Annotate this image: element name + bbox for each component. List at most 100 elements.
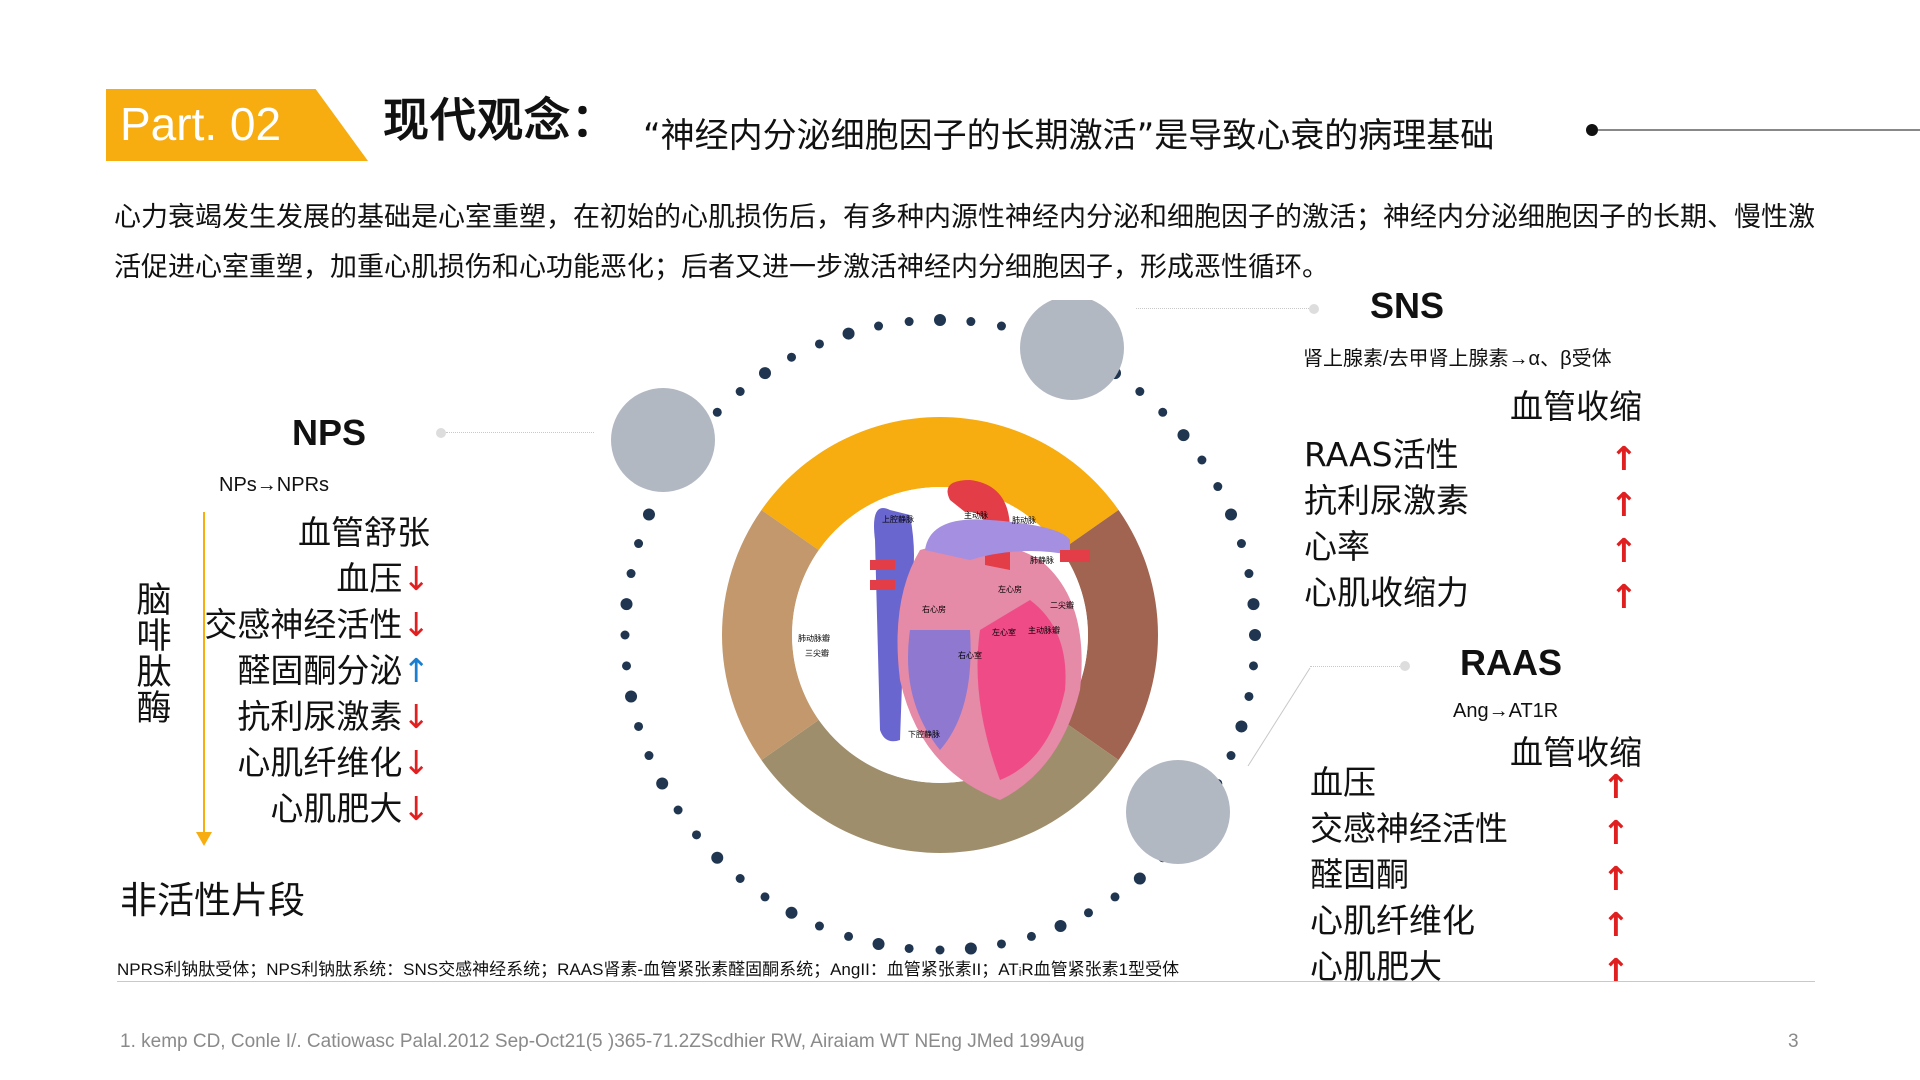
- nps-connector-dot: [436, 428, 446, 438]
- list-item: 交感神经活性↓: [204, 605, 430, 644]
- orbit-dot: [620, 598, 633, 611]
- ring-segment-top: [761, 417, 1119, 551]
- ring-segment-right: [1061, 509, 1158, 761]
- orbit-dot: [1248, 661, 1258, 671]
- sns-arrows: ↑ ↑ ↑ ↑: [1610, 436, 1638, 620]
- abbreviations-note: NPRS利钠肽受体；NPS利钠肽系统：SNS交感神经系统；RAAS肾素-血管紧张…: [117, 960, 1180, 979]
- pulmonary-artery-shape: [925, 519, 1070, 560]
- up-arrow: ↑: [1602, 859, 1630, 898]
- up-arrow: ↑: [1610, 577, 1638, 616]
- svg-text:二尖瓣: 二尖瓣: [1050, 600, 1074, 610]
- list-item: 心肌收缩力: [1304, 573, 1469, 612]
- part-label: Part. 02: [120, 98, 282, 150]
- nps-title: NPS: [292, 412, 367, 453]
- orbit-dot: [814, 339, 824, 349]
- svg-text:左心房: 左心房: [998, 584, 1022, 594]
- orbit-dot: [1083, 908, 1093, 918]
- svg-text:右心房: 右心房: [922, 604, 946, 614]
- list-item: 抗利尿激素↓: [237, 697, 430, 736]
- orbit-dot: [1026, 931, 1036, 941]
- up-arrow: ↑: [1610, 485, 1638, 524]
- footer-divider: [117, 981, 1815, 982]
- degradation-arrow-head: [196, 832, 212, 846]
- list-item: 醛固酮: [1310, 855, 1409, 894]
- orbit-dot: [642, 508, 655, 521]
- orbit-dot: [1244, 691, 1254, 701]
- orbit-dot: [1213, 482, 1223, 492]
- raas-node-circle: [1126, 760, 1230, 864]
- sns-effect: 血管收缩: [1510, 387, 1642, 426]
- orbit-dot: [935, 945, 945, 955]
- up-arrow: ↑: [1610, 439, 1638, 478]
- orbit-dot: [1247, 598, 1260, 611]
- list-item: 醛固酮分泌↑: [237, 651, 430, 690]
- orbit-dot: [1133, 872, 1146, 885]
- heart-illustration: 上腔静脉 主动脉 肺动脉 肺静脉 左心房 右心房 二尖瓣 主动脉瓣 左心室 右心…: [798, 480, 1090, 800]
- ring-segment-left: [722, 509, 819, 761]
- orbit-dot: [1226, 751, 1236, 761]
- enzyme-label: 脑啡肽酶: [136, 581, 172, 729]
- orbit-dot: [1197, 455, 1207, 465]
- nps-node-circle: [611, 388, 715, 492]
- svg-text:肺动脉瓣: 肺动脉瓣: [798, 633, 830, 643]
- svg-text:上腔静脉: 上腔静脉: [882, 514, 914, 524]
- left-ventricle-shape: [977, 600, 1066, 780]
- orbit-dot: [787, 352, 797, 362]
- orbit-dot: [1135, 387, 1145, 397]
- page-subtitle: “神经内分泌细胞因子的长期激活”是导致心衰的病理基础: [643, 116, 1495, 156]
- raas-effect: 血管收缩: [1510, 733, 1642, 772]
- right-ventricle-shape: [908, 630, 971, 750]
- sns-effects-list: RAAS活性 抗利尿激素 心率 心肌收缩力: [1304, 432, 1469, 616]
- orbit-dot: [634, 539, 644, 549]
- svg-text:主动脉: 主动脉: [964, 510, 988, 520]
- list-item: 血压: [1310, 763, 1376, 802]
- orbit-dot: [842, 327, 855, 340]
- orbit-dot: [760, 892, 770, 902]
- orbit-dot: [735, 387, 745, 397]
- sns-connector-line: [1136, 308, 1309, 309]
- page-number: 3: [1788, 1031, 1799, 1052]
- raas-effects-list: 血压 交感神经活性 醛固酮 心肌纤维化 心肌肥大: [1310, 760, 1508, 990]
- orbit-dot: [1249, 629, 1261, 641]
- orbit-dot: [1158, 407, 1168, 417]
- orbit-dot: [634, 721, 644, 731]
- up-arrow: ↑: [1610, 531, 1638, 570]
- svg-text:肺静脉: 肺静脉: [1030, 555, 1054, 565]
- degradation-arrow-line: [203, 512, 205, 838]
- orbit-dot: [1225, 508, 1238, 521]
- nps-effects-list: 血管舒张 血压↓ 交感神经活性↓ 醛固酮分泌↑ 抗利尿激素↓ 心肌纤维化↓ 心肌…: [190, 510, 430, 832]
- raas-mechanism: Ang→AT1R: [1453, 700, 1559, 722]
- sns-connector-dot: [1309, 304, 1319, 314]
- orbit-dot: [964, 942, 977, 955]
- orbit-dot: [785, 906, 798, 919]
- orbit-dot: [996, 321, 1006, 331]
- raas-arrows: ↑ ↑ ↑ ↑ ↑: [1602, 764, 1630, 994]
- title-bullet-dot: [1586, 124, 1598, 136]
- nps-mechanism: NPs→NPRs: [219, 474, 330, 496]
- raas-title: RAAS: [1460, 642, 1563, 683]
- orbit-dot: [758, 367, 771, 380]
- orbit-dot: [874, 321, 884, 331]
- up-arrow: ↑: [1602, 767, 1630, 806]
- list-item: 心肌肥大↓: [270, 789, 430, 828]
- list-item: 心肌纤维化: [1310, 901, 1475, 940]
- orbit-dot: [626, 569, 636, 579]
- list-item: 抗利尿激素: [1304, 481, 1469, 520]
- orbit-dot: [656, 777, 669, 790]
- raas-connector-dot: [1400, 661, 1410, 671]
- svg-text:下腔静脉: 下腔静脉: [908, 729, 940, 739]
- list-item: 交感神经活性: [1310, 809, 1508, 848]
- up-arrow: ↑: [1602, 813, 1630, 852]
- list-item: RAAS活性: [1304, 435, 1459, 474]
- central-figure: 上腔静脉 主动脉 肺动脉 肺静脉 左心房 右心房 二尖瓣 主动脉瓣 左心室 右心…: [611, 300, 1261, 955]
- up-arrow: ↑: [1602, 905, 1630, 944]
- orbit-dot: [1054, 920, 1067, 933]
- list-item: 心肌纤维化↓: [237, 743, 430, 782]
- sns-mechanism: 肾上腺素/去甲肾上腺素→α、β受体: [1303, 348, 1612, 370]
- nps-connector-line: [446, 432, 594, 433]
- orbit-dot: [711, 851, 724, 864]
- svg-text:右心室: 右心室: [958, 650, 982, 660]
- svg-text:三尖瓣: 三尖瓣: [805, 648, 829, 658]
- list-item: 血管舒张: [298, 513, 430, 552]
- raas-connector-line: [1310, 666, 1400, 667]
